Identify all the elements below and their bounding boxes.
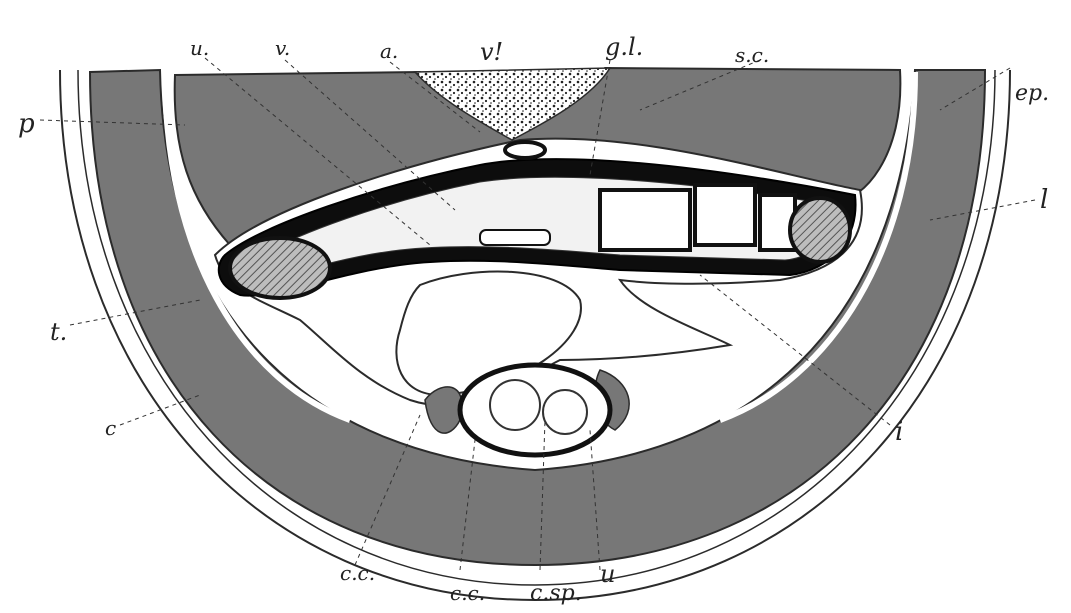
striated-organ <box>480 230 550 245</box>
label-u-bottom: u <box>600 560 615 588</box>
dorsal-vessel <box>505 142 545 158</box>
label-ep: ep. <box>1015 81 1049 106</box>
label-c: c <box>105 416 116 440</box>
nerve-cord-left-lobe <box>490 380 540 430</box>
left-dark-lobe <box>425 387 462 433</box>
label-sc: s.c. <box>735 43 769 67</box>
left-hatched-nodule <box>230 238 330 298</box>
label-l: l <box>1040 185 1048 215</box>
label-v: v. <box>275 36 290 60</box>
label-cc-mid: c.c. <box>450 581 485 605</box>
label-t: t. <box>50 318 67 346</box>
right-hatched-nodule <box>790 198 850 262</box>
label-cc-left: c.c. <box>340 561 375 585</box>
gut-compartment-2 <box>695 185 755 245</box>
label-csp: c.sp. <box>530 581 582 606</box>
nerve-cord-right-lobe <box>543 390 587 434</box>
label-a: a. <box>380 39 398 63</box>
label-v-prime: v! <box>480 38 503 66</box>
label-i: i <box>895 417 903 447</box>
label-p: p <box>18 109 35 139</box>
label-u-top: u. <box>190 36 209 60</box>
label-gl: g.l. <box>605 33 643 61</box>
gut-compartment-1 <box>600 190 690 250</box>
